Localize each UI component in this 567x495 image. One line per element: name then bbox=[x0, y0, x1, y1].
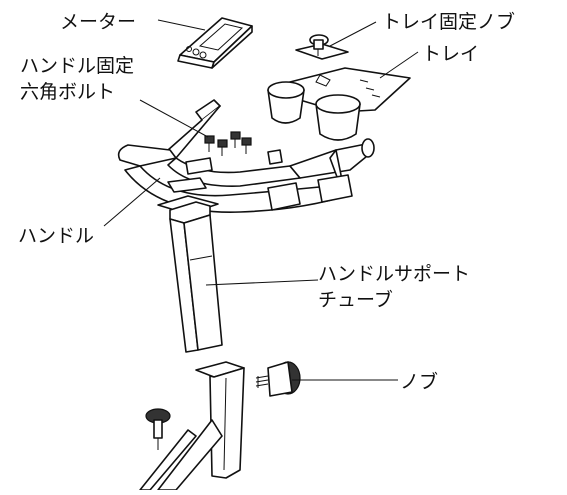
support-tube-label-line2: チューブ bbox=[318, 288, 393, 311]
frame-part bbox=[139, 361, 245, 491]
support-tube-label-line1: ハンドルサポート bbox=[318, 263, 470, 285]
tray-label: トレイ bbox=[422, 43, 479, 65]
handlebar-label: ハンドル bbox=[18, 225, 94, 247]
meter-label: メーター bbox=[60, 11, 136, 33]
support-tube-part bbox=[157, 195, 223, 353]
meter-part bbox=[177, 17, 253, 69]
tray-knob-label: トレイ固定ノブ bbox=[382, 10, 515, 33]
tray-part bbox=[267, 67, 411, 141]
knob-label: ノブ bbox=[400, 370, 438, 393]
knob-part bbox=[255, 361, 301, 397]
hex-bolts-part bbox=[204, 131, 252, 156]
leader-lines bbox=[103, 19, 419, 381]
handle-bolt-label-line1: ハンドル固定 bbox=[20, 55, 134, 77]
handle-bolt-label-line2: 六角ボルト bbox=[20, 81, 115, 103]
tray-knob-part bbox=[295, 34, 349, 60]
